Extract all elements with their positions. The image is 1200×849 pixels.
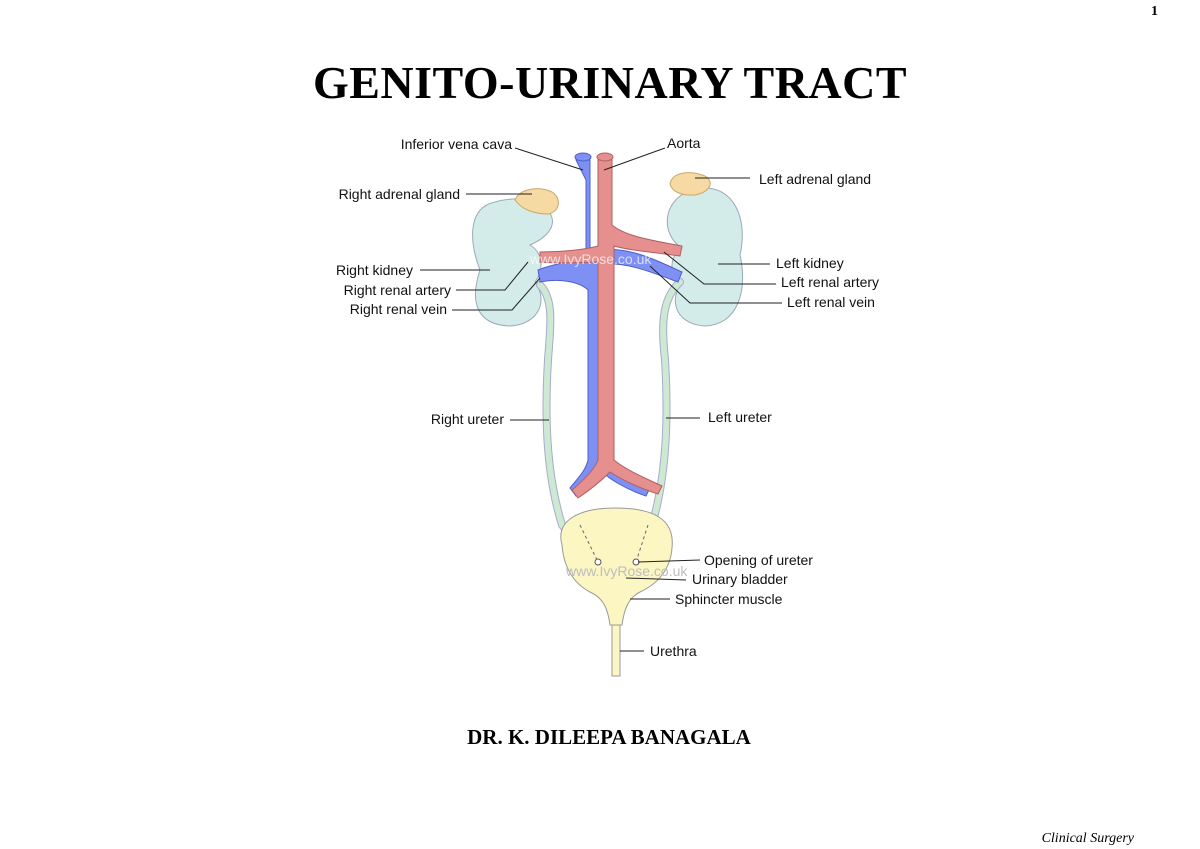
label-aorta: Aorta: [667, 135, 701, 151]
page-number: 1: [1151, 4, 1158, 19]
aorta-shape: [539, 159, 683, 499]
watermark-top: www.IvyRose.co.uk: [529, 251, 652, 267]
leader-right-renal-artery: [456, 261, 529, 291]
label-right-kidney: Right kidney: [336, 262, 413, 278]
left-kidney-shape: [666, 187, 744, 327]
label-opening-of-ureter: Opening of ureter: [704, 552, 813, 568]
left-renal-vein-shape: [599, 248, 683, 283]
footer-text: Clinical Surgery: [1041, 831, 1134, 846]
label-right-adrenal-gland: Right adrenal gland: [339, 186, 460, 202]
watermark-bottom: www.IvyRose.co.uk: [565, 563, 688, 579]
leader-opening-of-ureter: [637, 559, 701, 563]
label-left-kidney: Left kidney: [776, 255, 844, 271]
label-right-renal-artery: Right renal artery: [344, 282, 451, 298]
label-urethra: Urethra: [650, 643, 697, 659]
left-adrenal-gland-shape: [669, 172, 711, 196]
label-right-renal-vein: Right renal vein: [350, 301, 447, 317]
label-sphincter-muscle: Sphincter muscle: [675, 591, 783, 607]
leader-urinary-bladder: [625, 577, 687, 581]
right-ureter-opening: [594, 558, 602, 566]
right-adrenal-gland-shape: [514, 188, 559, 215]
right-ureter-intramural: [579, 524, 599, 563]
label-urinary-bladder: Urinary bladder: [692, 571, 788, 587]
aorta-top: [596, 152, 614, 162]
label-left-ureter: Left ureter: [708, 409, 772, 425]
label-inferior-vena-cava: Inferior vena cava: [401, 136, 512, 152]
leader-left-renal-vein: [649, 265, 782, 304]
author-name: DR. K. DILEEPA BANAGALA: [467, 725, 751, 749]
leader-right-renal-vein: [452, 277, 541, 311]
urethra-shape: [611, 624, 621, 677]
label-left-renal-artery: Left renal artery: [781, 274, 879, 290]
left-ureter-intramural: [635, 524, 649, 563]
page-title: GENITO-URINARY TRACT: [312, 57, 908, 108]
leader-aorta: [603, 147, 666, 171]
label-right-ureter: Right ureter: [431, 411, 504, 427]
leader-left-renal-artery: [663, 251, 776, 285]
label-left-adrenal-gland: Left adrenal gland: [759, 171, 871, 187]
ivc-top: [574, 152, 592, 162]
right-ureter-fill: [537, 282, 593, 563]
label-left-renal-vein: Left renal vein: [787, 294, 875, 310]
leader-ivc: [514, 147, 584, 171]
